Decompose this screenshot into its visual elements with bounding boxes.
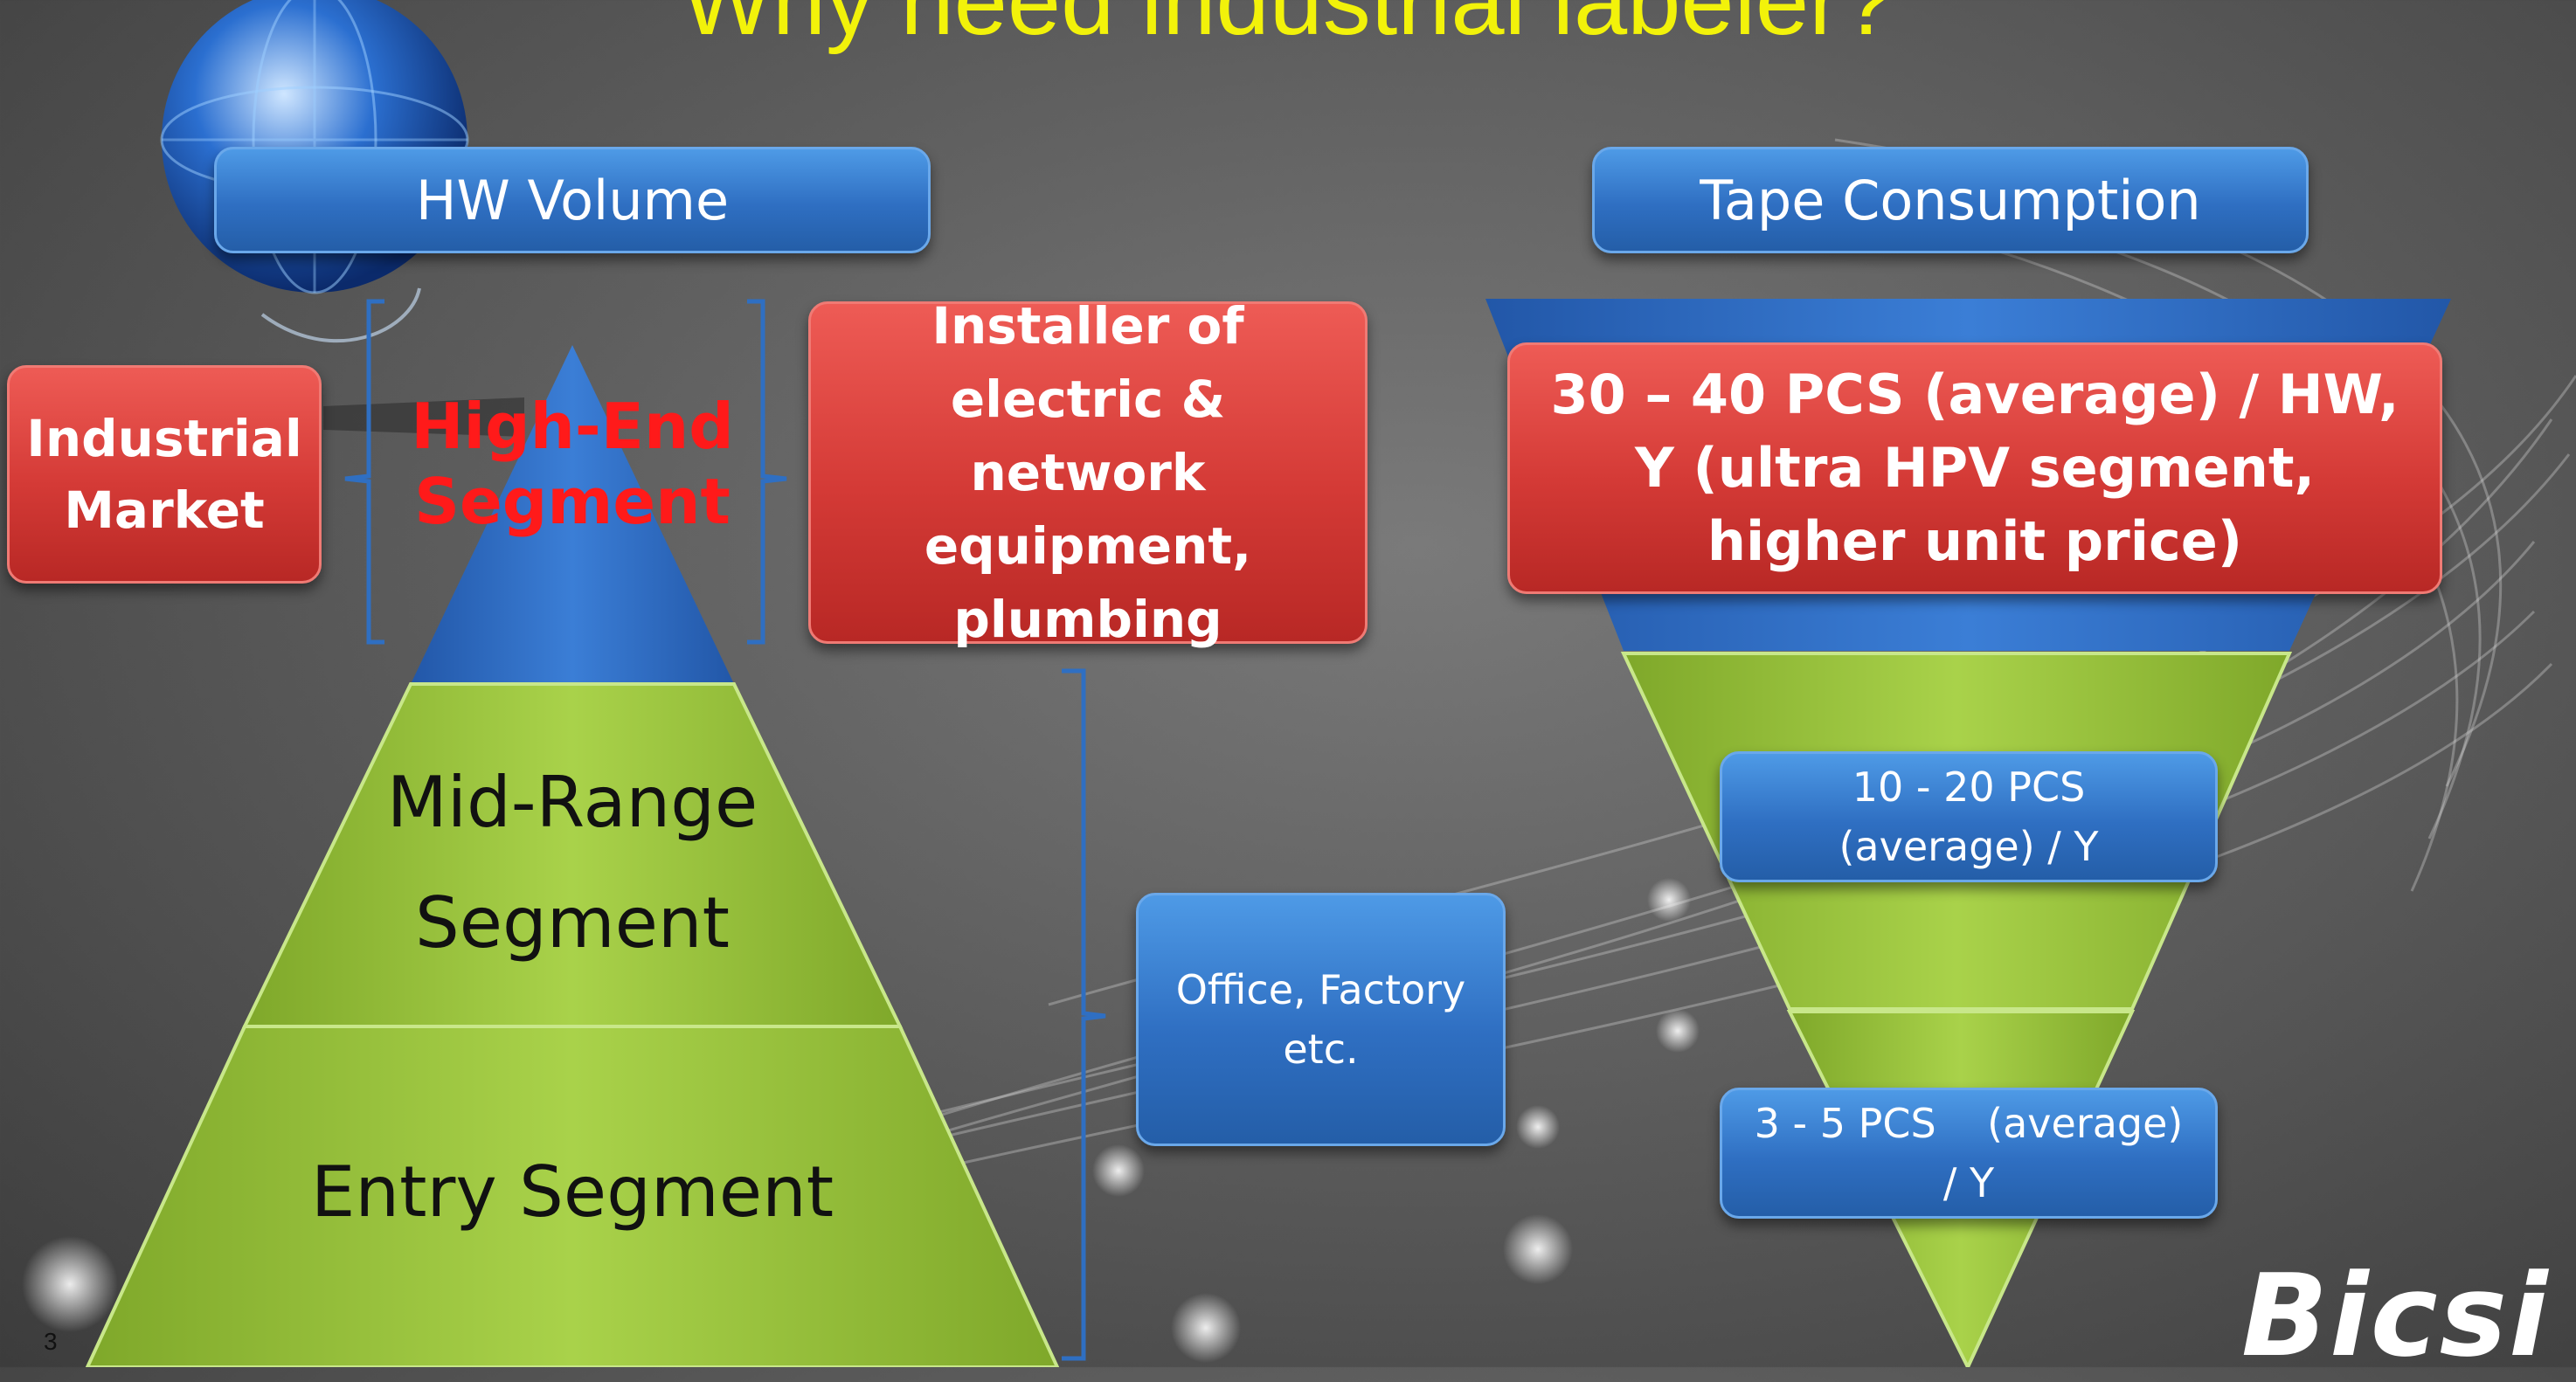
pyramid-top-label: High-End Segment [411,390,734,538]
slide-title: Why need industrial labeler? [682,0,1894,55]
industrial-market-label: Industrial Market [26,409,302,540]
tier-top-label: 30 – 40 PCS (average) / HW, Y (ultra HPV… [1550,363,2399,573]
globe-shadow [323,397,524,437]
glow-dot [22,1236,118,1332]
bracket-left-high-end [344,299,384,645]
pyramid-bottom-segment [85,1025,1060,1367]
glow-dot [1092,1144,1145,1197]
pyramid-bottom-label: Entry Segment [310,1151,834,1233]
tier-bottom-box: 3 - 5 PCS (average) / Y [1720,1088,2218,1219]
tier-middle-label: 10 - 20 PCS (average) / Y [1839,764,2099,870]
slide-number: 3 [44,1328,58,1355]
tape-consumption-header: Tape Consumption [1592,147,2309,253]
industrial-market-box: Industrial Market [7,365,322,584]
glow-dot [1647,878,1691,922]
tier-top-box: 30 – 40 PCS (average) / HW, Y (ultra HPV… [1507,342,2442,594]
glow-dot [1516,1105,1560,1149]
hw-volume-header: HW Volume [214,147,931,253]
tier-middle-box: 10 - 20 PCS (average) / Y [1720,751,2218,882]
glow-dot [1503,1214,1573,1284]
high-end-users-label: Installer of electric & network equipmen… [924,296,1252,649]
tape-consumption-header-label: Tape Consumption [1700,168,2201,232]
other-users-label: Office, Factory etc. [1175,966,1466,1073]
pyramid-top-segment [411,345,734,684]
pyramid-middle-label: Mid-Range Segment [386,762,758,964]
bicsi-logo: Bicsi [2241,1249,2550,1382]
bracket-right-lower [1062,668,1106,1361]
hw-volume-header-label: HW Volume [415,168,730,232]
glow-dot [1656,1009,1700,1053]
bracket-right-high-end [747,299,787,645]
glow-dot [1171,1293,1241,1363]
tier-bottom-label: 3 - 5 PCS (average) / Y [1754,1100,2196,1206]
high-end-users-box: Installer of electric & network equipmen… [808,296,1368,649]
other-users-box: Office, Factory etc. [1136,893,1506,1146]
